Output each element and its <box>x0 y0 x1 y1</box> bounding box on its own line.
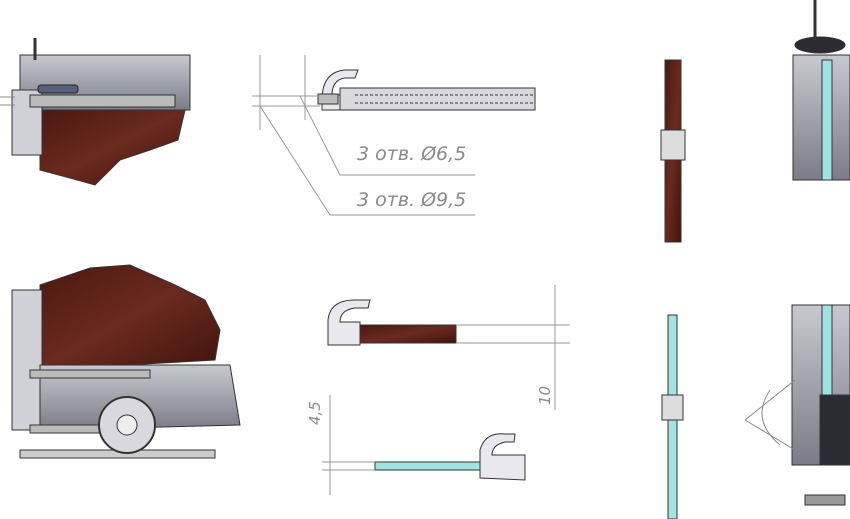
bottom-profile-glass <box>322 395 526 495</box>
top-profile-section <box>252 55 536 216</box>
bottom-profile-wood <box>327 285 570 410</box>
top-left-assembly-view <box>0 38 191 186</box>
hole-large-label: 3 отв. Ø9,5 <box>357 189 466 211</box>
bottom-right-vertical-section <box>744 304 850 506</box>
wood-panel-edge-view <box>660 59 686 243</box>
dim-glass-thickness: 4,5 <box>306 401 324 425</box>
hole-small-label: 3 отв. Ø6,5 <box>357 143 466 165</box>
top-right-vertical-section <box>792 0 850 181</box>
dim-wood-thickness: 10 <box>536 386 554 405</box>
bottom-left-assembly-view <box>11 264 241 459</box>
glass-panel-edge-view <box>661 314 684 519</box>
